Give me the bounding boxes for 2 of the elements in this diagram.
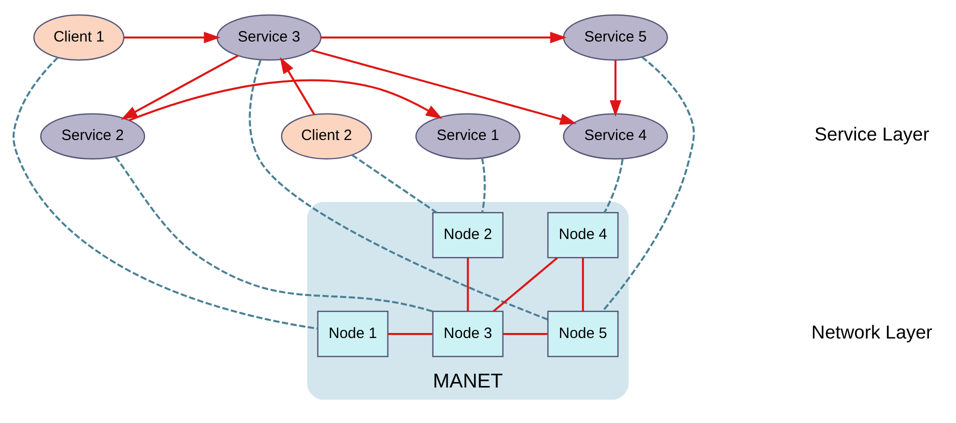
label: Network Layer (811, 320, 932, 342)
label: Service Layer (814, 123, 930, 144)
